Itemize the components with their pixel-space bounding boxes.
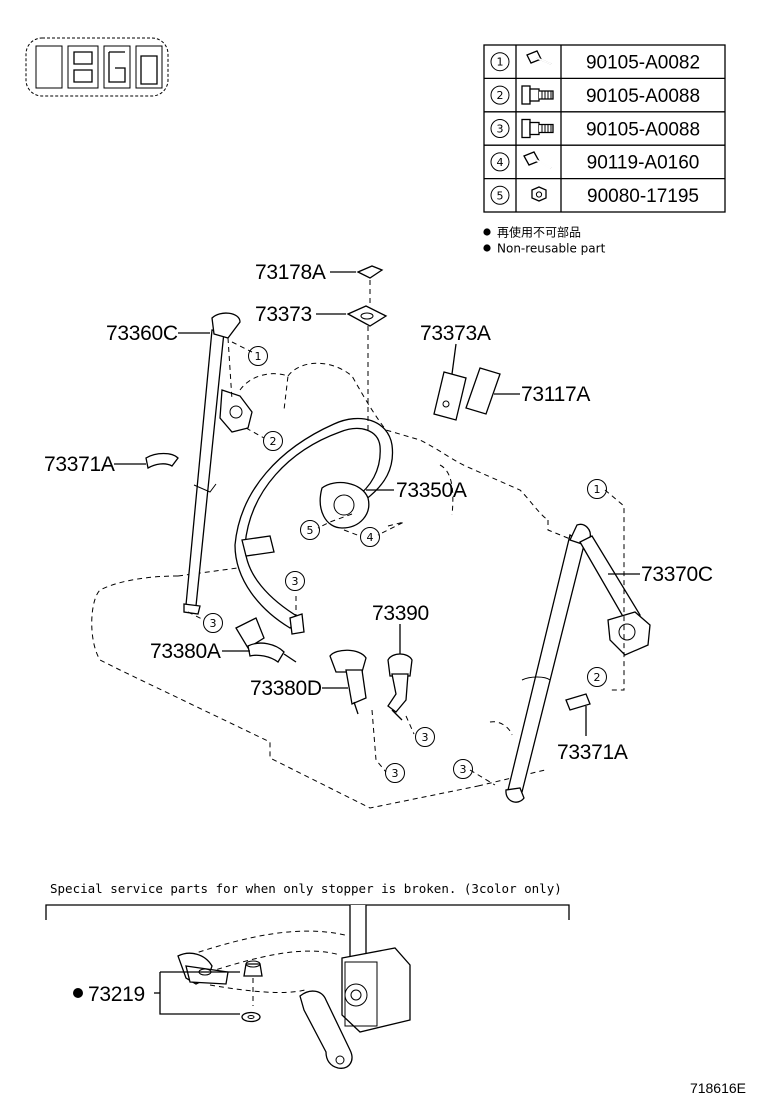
callout-73373: 73373 [255,303,346,326]
part-73360C-outer-belt-left [183,312,253,615]
svg-text:2: 2 [270,435,277,448]
callout-label: 73371A [44,453,115,476]
legend-row-3: 3 90105-A0088 [490,118,700,140]
part-73371A-right-cover [565,693,591,711]
callout-label: 73373 [255,303,312,326]
part-73117A-cover [465,367,501,415]
part-73380A-buckle [235,617,297,663]
marker-2-right: 2 [587,667,607,687]
legend-index: 3 [497,123,504,136]
part-73371A-left-cover [145,452,179,470]
bolt-icon [523,151,552,169]
special-part-number: 73219 [88,983,145,1006]
marker-3-left: 3 [203,613,223,633]
part-73178A-cover [356,265,384,279]
non-reusable-dot-icon [483,244,491,252]
svg-text:3: 3 [422,731,429,744]
svg-text:1: 1 [255,350,262,363]
callout-73117A: 73117A [494,383,591,406]
part-73390-buckle [387,653,413,721]
callout-73350A: 73350A [366,479,467,502]
callout-label: 73178A [255,261,326,284]
flange-bolt-icon [521,85,554,105]
svg-text:4: 4 [367,531,374,544]
part-73370C-outer-belt-right [505,523,651,803]
callout-73371A-left: 73371A [44,453,146,476]
callout-73390: 73390 [372,602,429,654]
svg-text:2: 2 [594,671,601,684]
marker-1-upper-left: 1 [248,346,268,366]
callout-73380A: 73380A [150,640,250,663]
legend-index: 4 [497,156,504,169]
callout-73373A: 73373A [420,322,491,375]
marker-3-lower-right: 3 [453,759,473,779]
fastener-legend-table: 1 90105-A0082 2 90105-A0088 3 [483,44,726,213]
callout-label: 73117A [521,383,590,406]
legend-index: 5 [497,189,504,202]
marker-2-upper-left: 2 [263,431,283,451]
part-73380D-buckle [329,649,367,715]
bolt-markers: 1 2 5 4 3 3 1 2 3 3 3 [203,346,607,783]
special-service-inset: Special service parts for when only stop… [45,881,570,1069]
note-japanese: 再使用不可部品 [497,225,581,240]
legend-part-number: 90105-A0088 [586,86,700,107]
legend-part-number: 90119-A0160 [587,153,700,174]
callout-label: 73360C [106,322,178,345]
callout-label: 73350A [396,479,467,502]
legend-row-2: 2 90105-A0088 [490,85,700,107]
nut-icon [531,186,547,202]
marker-1-right: 1 [587,479,607,499]
non-reusable-note: 再使用不可部品 Non-reusable part [483,225,606,256]
legend-row-5: 5 90080-17195 [490,185,699,207]
callout-73371A-right: 73371A [557,706,628,764]
note-english: Non-reusable part [497,242,606,256]
callout-label: 73373A [420,322,491,345]
svg-text:3: 3 [460,763,467,776]
non-reusable-dot-icon [483,228,491,236]
callout-73178A: 73178A [255,261,356,284]
legend-part-number: 90105-A0082 [586,53,700,74]
non-reusable-dot-icon [73,988,83,998]
marker-3-center: 3 [285,571,305,591]
svg-text:5: 5 [307,524,314,537]
bolt-leaders [187,341,625,786]
callout-73370C: 73370C [608,563,713,586]
legend-index: 2 [497,89,504,102]
part-73373-guide [346,280,388,432]
flange-bolt-icon [521,118,554,139]
legend-row-4: 4 90119-A0160 [490,151,700,174]
svg-text:1: 1 [594,483,601,496]
legend-row-1: 1 90105-A0082 [490,50,700,74]
part-73373A-anchor [433,371,467,421]
svg-text:3: 3 [392,767,399,780]
callout-label: 73371A [557,741,628,764]
marker-3-lower-center: 3 [385,763,405,783]
callout-label: 73390 [372,602,429,625]
svg-text:3: 3 [210,617,217,630]
special-caption: Special service parts for when only stop… [50,881,562,896]
part-73350A-center-belt [234,417,394,635]
marker-4: 4 [360,527,380,547]
callout-label: 73370C [641,563,713,586]
marker-3-buckle: 3 [415,727,435,747]
callout-73360C: 73360C [106,322,210,345]
callout-label: 73380A [150,640,221,663]
legend-part-number: 90080-17195 [587,186,699,207]
callout-label: 73380D [250,677,322,700]
bolt-icon [526,50,552,65]
figure-id: 718616E [690,1080,746,1096]
marker-5: 5 [300,520,320,540]
vehicle-location-icon [25,37,169,97]
legend-index: 1 [497,56,504,69]
svg-text:3: 3 [292,575,299,588]
legend-part-number: 90105-A0088 [586,119,700,140]
callout-73380D: 73380D [250,677,348,700]
